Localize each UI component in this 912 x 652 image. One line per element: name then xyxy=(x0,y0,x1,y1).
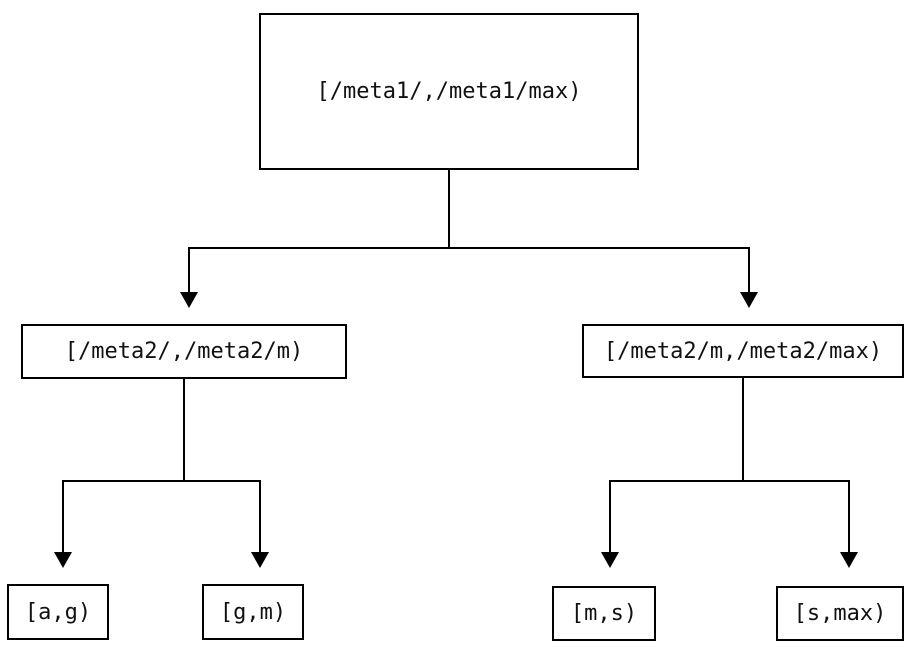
arrowhead-down-icon xyxy=(54,552,72,568)
tree-node-root-label: [/meta1/,/meta1/max) xyxy=(316,79,582,104)
tree-node-leaf-ag-label: [a,g) xyxy=(24,599,92,625)
tree-node-leaf-gm-label: [g,m) xyxy=(219,599,287,625)
tree-node-leaf-smax-label: [s,max) xyxy=(793,601,887,626)
edge-root-left xyxy=(180,169,450,308)
edge-root-right xyxy=(448,169,758,308)
edge-left-leaf-ag xyxy=(54,379,185,568)
tree-node-left: [/meta2/,/meta2/m) xyxy=(21,324,347,379)
edge-right-leaf-smax xyxy=(742,378,858,568)
arrowhead-down-icon xyxy=(180,292,198,308)
tree-node-leaf-ag: [a,g) xyxy=(7,584,109,640)
tree-node-right: [/meta2/m,/meta2/max) xyxy=(582,324,904,378)
tree-node-right-label: [/meta2/m,/meta2/max) xyxy=(603,338,883,364)
arrowhead-down-icon xyxy=(601,552,619,568)
tree-node-leaf-ms-label: [m,s) xyxy=(570,601,638,626)
tree-node-root: [/meta1/,/meta1/max) xyxy=(259,13,639,170)
arrowhead-down-icon xyxy=(251,552,269,568)
tree-node-leaf-gm: [g,m) xyxy=(202,584,304,640)
tree-node-left-label: [/meta2/,/meta2/m) xyxy=(64,339,304,364)
edge-right-leaf-ms xyxy=(601,378,744,568)
arrowhead-down-icon xyxy=(740,292,758,308)
tree-node-leaf-ms: [m,s) xyxy=(552,586,656,641)
tree-node-leaf-smax: [s,max) xyxy=(776,586,904,641)
arrowhead-down-icon xyxy=(840,552,858,568)
edge-left-leaf-gm xyxy=(183,379,269,568)
